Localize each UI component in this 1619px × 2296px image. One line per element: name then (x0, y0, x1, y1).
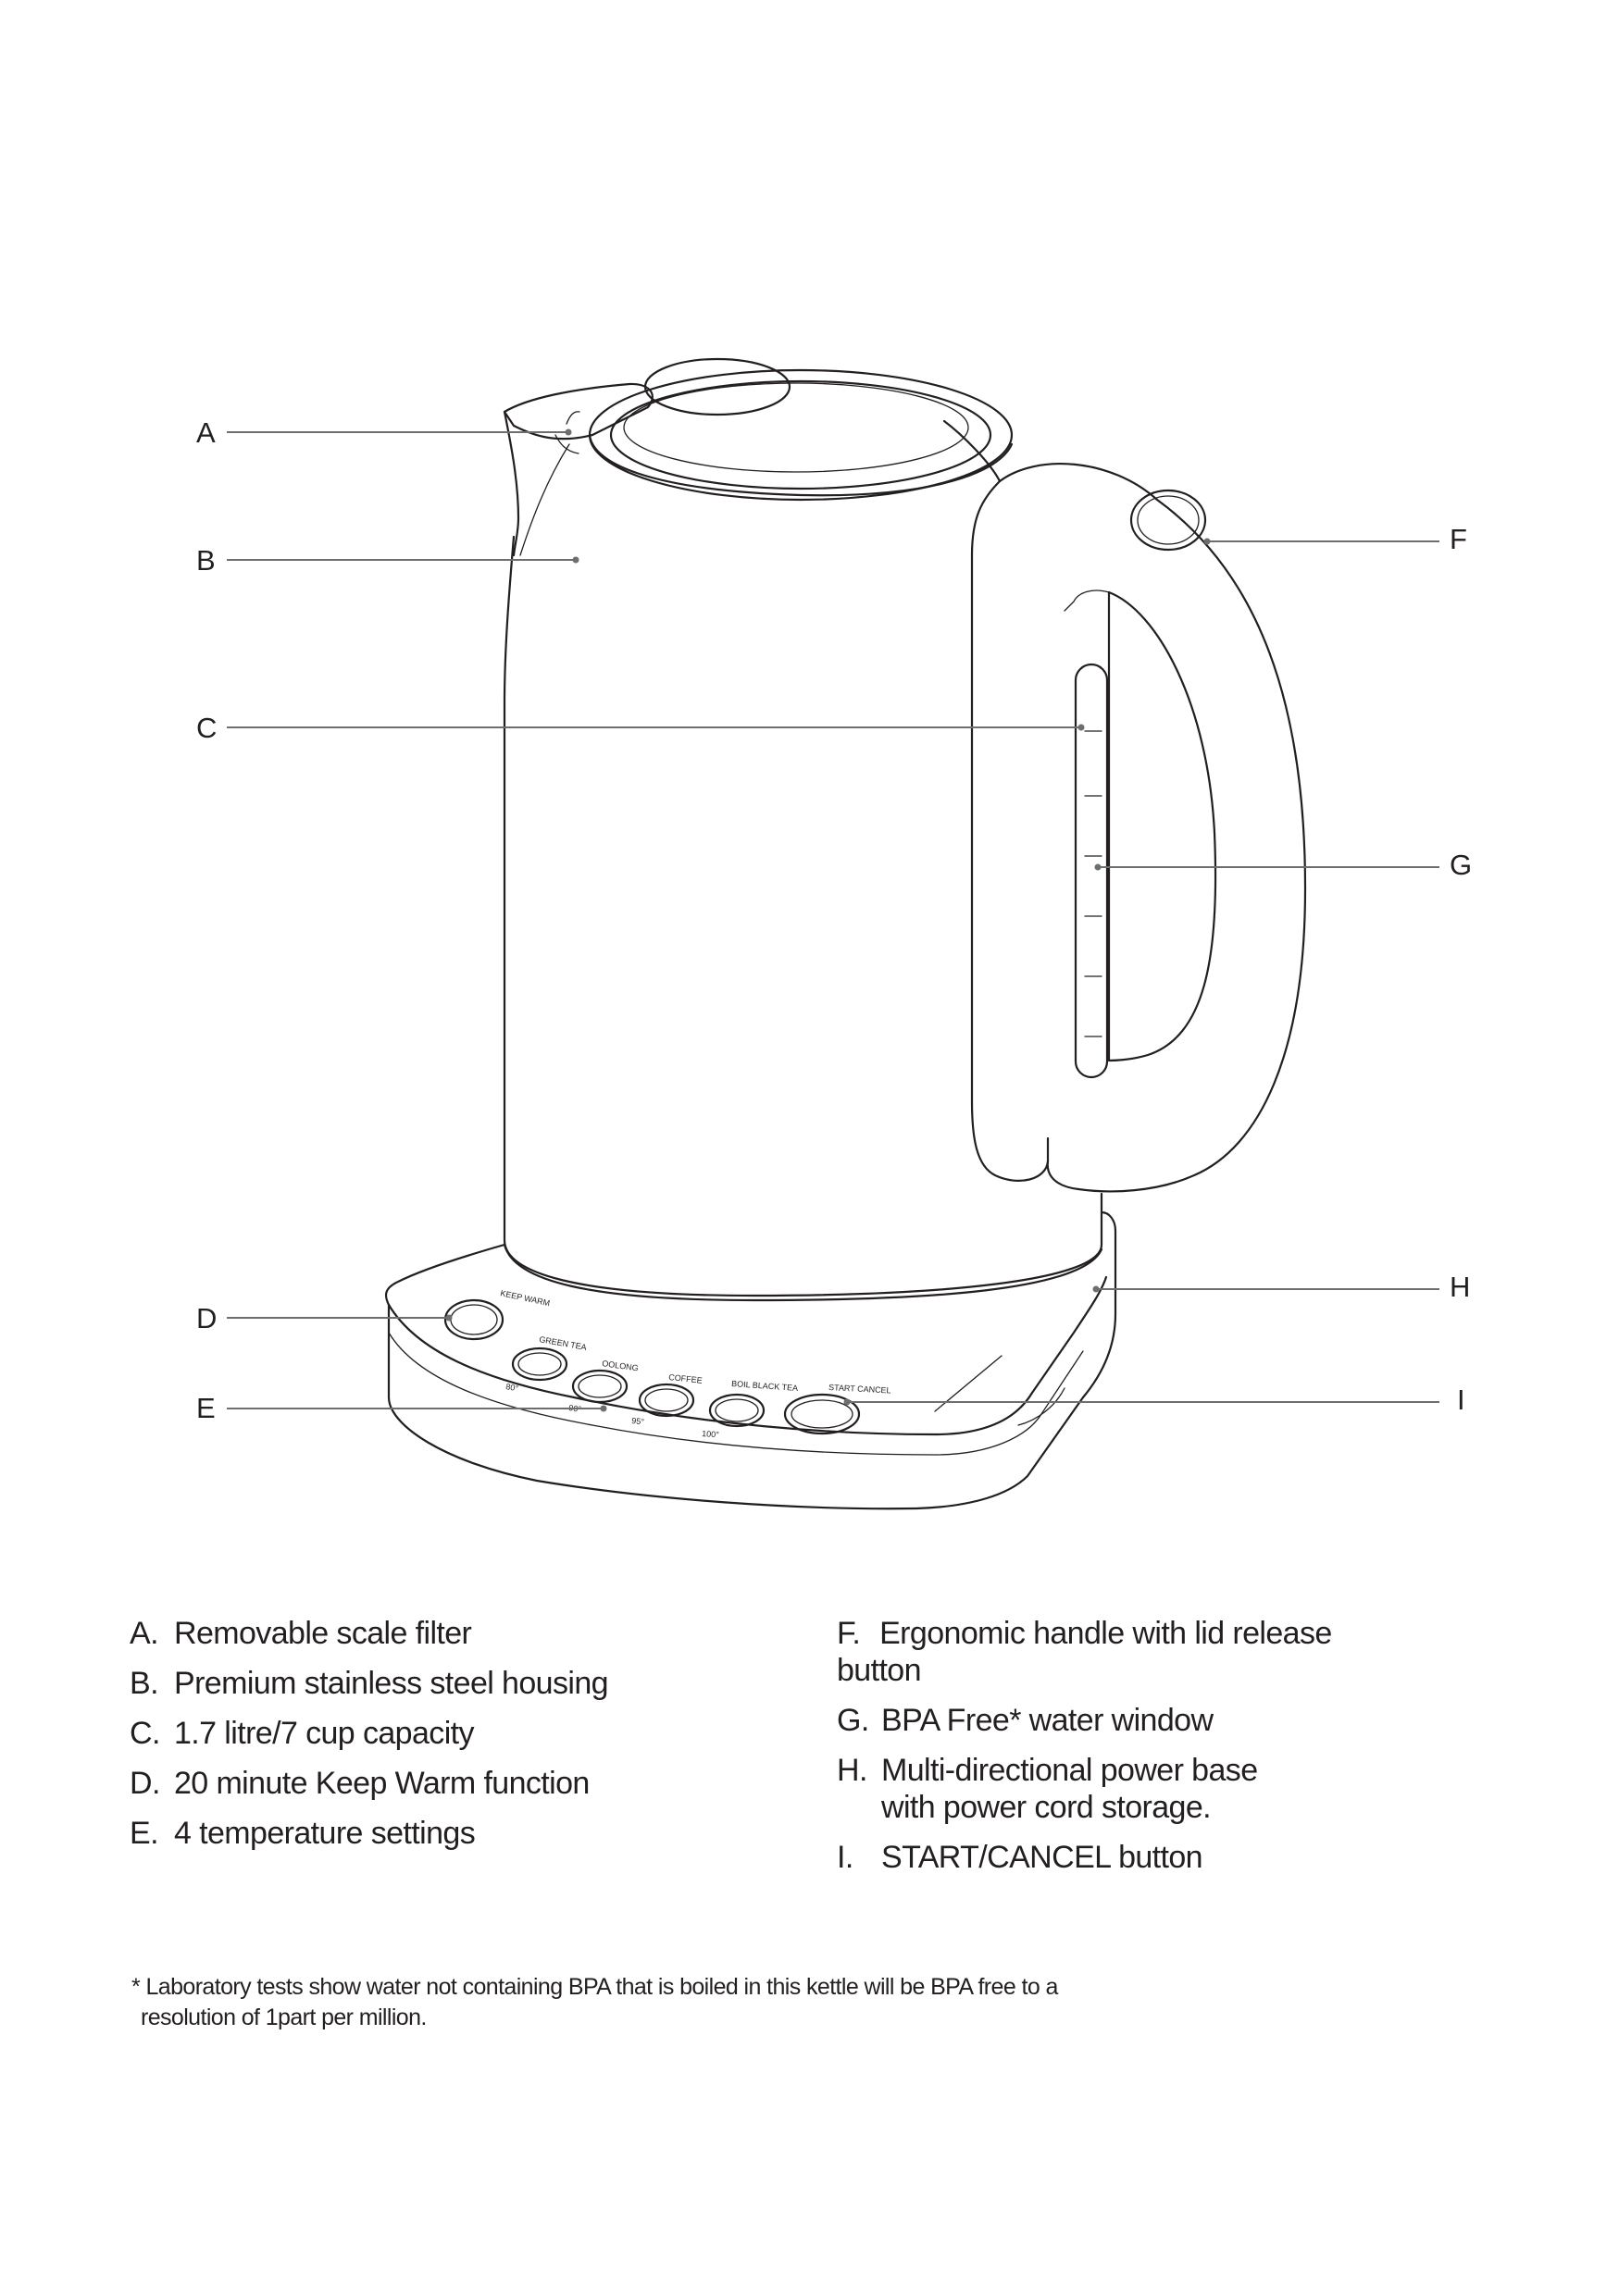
keep-warm-label: KEEP WARM (500, 1288, 551, 1308)
boil-black-tea-label: BOIL BLACK TEA (731, 1379, 799, 1393)
coffee-button[interactable] (640, 1384, 693, 1416)
legend-item-c: C. 1.7 litre/7 cup capacity (130, 1715, 778, 1752)
callout-letter-d: D (196, 1302, 217, 1334)
callout-g: G (1095, 849, 1473, 881)
temp-100-label: 100° (702, 1429, 720, 1439)
callout-letter-a: A (196, 416, 216, 449)
callout-letter-f: F (1450, 523, 1467, 555)
legend-item-b: B. Premium stainless steel housing (130, 1665, 778, 1702)
callout-letter-i: I (1457, 1384, 1465, 1416)
temp-80-label: 80° (505, 1382, 520, 1393)
callout-i: I (844, 1384, 1465, 1416)
callout-letter-h: H (1450, 1271, 1470, 1303)
keep-warm-button[interactable] (445, 1300, 503, 1339)
boil-black-tea-button[interactable] (710, 1395, 764, 1426)
callout-e: E (196, 1392, 607, 1424)
legend-left: A. Removable scale filter B. Premium sta… (130, 1615, 778, 1865)
callout-d: D (196, 1302, 453, 1334)
kettle-illustration (386, 359, 1305, 1508)
callout-b: B (196, 544, 579, 577)
legend-item-f: F. Ergonomic handle with lid release but… (837, 1615, 1374, 1689)
water-window-marks (1085, 731, 1102, 1036)
start-cancel-label: START CANCEL (828, 1383, 891, 1396)
legend-item-d: D. 20 minute Keep Warm function (130, 1765, 778, 1802)
legend-item-a: A. Removable scale filter (130, 1615, 778, 1652)
footnote-line-2: resolution of 1part per million. (131, 2003, 1335, 2033)
kettle-diagram: KEEP WARM GREEN TEA 80° OOLONG 90° COFFE… (0, 0, 1619, 1573)
legend-item-h: H. Multi-directional power base with pow… (837, 1752, 1300, 1826)
callout-h: H (1093, 1271, 1471, 1303)
legend-right: F. Ergonomic handle with lid release but… (837, 1615, 1411, 1889)
callout-f: F (1204, 523, 1467, 555)
callout-letter-b: B (196, 544, 216, 577)
callout-c: C (196, 712, 1085, 744)
coffee-label: COFFEE (668, 1372, 703, 1385)
legend-item-i: I. START/CANCEL button (837, 1839, 1411, 1876)
callout-a: A (196, 416, 572, 449)
legend-item-g: G. BPA Free* water window (837, 1702, 1411, 1739)
base-controls: KEEP WARM GREEN TEA 80° OOLONG 90° COFFE… (445, 1288, 891, 1439)
legend-item-e: E. 4 temperature settings (130, 1815, 778, 1852)
green-tea-button[interactable] (513, 1348, 567, 1380)
footnote-line-1: * Laboratory tests show water not contai… (131, 1974, 1058, 2000)
bpa-footnote: * Laboratory tests show water not contai… (131, 1972, 1335, 2033)
callout-letter-e: E (196, 1392, 216, 1424)
callout-letter-c: C (196, 712, 217, 744)
oolong-button[interactable] (573, 1371, 627, 1402)
temp-95-label: 95° (631, 1416, 645, 1426)
callout-letter-g: G (1450, 849, 1472, 881)
